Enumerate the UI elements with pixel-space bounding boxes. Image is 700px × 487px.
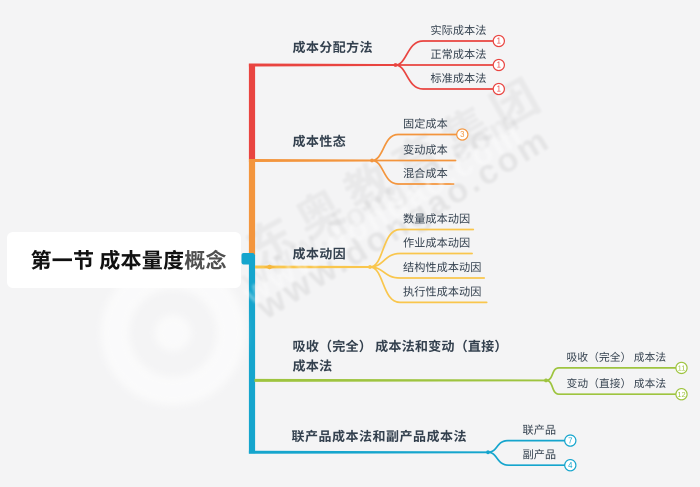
svg-text:4: 4 [568, 461, 573, 470]
svg-text:1: 1 [497, 61, 501, 70]
svg-text:7: 7 [568, 436, 572, 445]
svg-text:1: 1 [497, 37, 501, 46]
svg-text:3: 3 [460, 130, 464, 139]
svg-text:11: 11 [678, 363, 686, 372]
svg-text:1: 1 [497, 85, 501, 94]
svg-text:12: 12 [677, 390, 685, 399]
